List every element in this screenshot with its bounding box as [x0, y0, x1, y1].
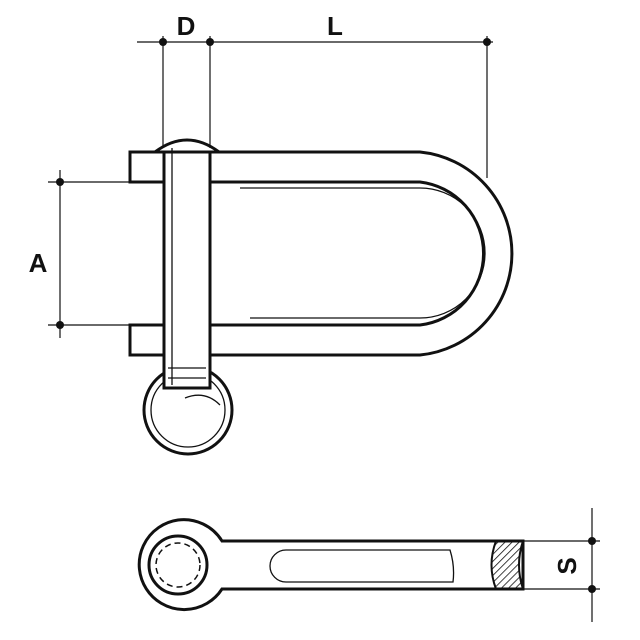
dimension-label-s: S	[552, 557, 582, 574]
shackle-top-view	[137, 518, 525, 612]
dimension-label-a: A	[29, 248, 48, 278]
cross-section-hatch	[490, 540, 525, 590]
dimension-points	[56, 38, 596, 593]
dimension-label-l: L	[327, 11, 343, 41]
dimension-lines	[48, 36, 600, 622]
shackle-side-view	[128, 138, 514, 456]
pin	[162, 146, 212, 390]
dimension-label-d: D	[177, 11, 196, 41]
pin-head	[150, 138, 224, 154]
